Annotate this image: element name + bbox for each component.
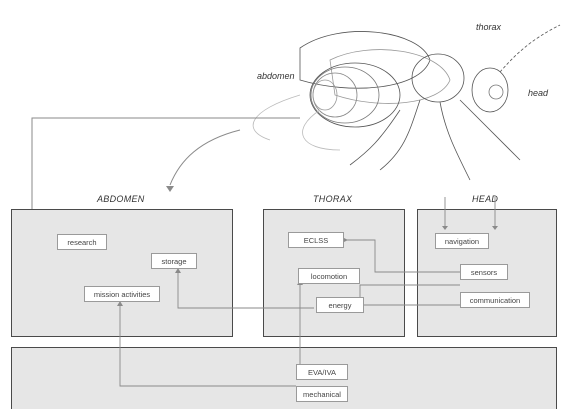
node-locomotion: locomotion: [298, 268, 360, 284]
node-mission-activities: mission activities: [84, 286, 160, 302]
bee-abdomen: [309, 62, 401, 128]
bee-leg: [379, 99, 421, 171]
region-abdomen: [11, 209, 233, 337]
node-navigation: navigation: [435, 233, 489, 249]
node-communication: communication: [460, 292, 530, 308]
region-abdomen-title: ABDOMEN: [97, 194, 145, 204]
bee-thorax: [411, 53, 465, 103]
bee-wing-back: [329, 49, 451, 104]
region-base: [11, 347, 557, 409]
region-thorax-title: THORAX: [313, 194, 353, 204]
node-sensors: sensors: [460, 264, 508, 280]
connector-arrowhead: [166, 186, 174, 192]
node-storage: storage: [151, 253, 197, 269]
bee-label-abdomen: abdomen: [257, 71, 295, 81]
bee-head: [471, 67, 509, 113]
node-eva-iva: EVA/IVA: [296, 364, 348, 380]
node-mechanical: mechanical: [296, 386, 348, 402]
bee-label-head: head: [528, 88, 549, 98]
connector-bee-to-abdomen: [169, 129, 241, 186]
node-research: research: [57, 234, 107, 250]
bee-label-thorax: thorax: [476, 22, 502, 32]
node-energy: energy: [316, 297, 364, 313]
bee-antenna: [499, 24, 561, 73]
node-eclss: ECLSS: [288, 232, 344, 248]
region-head-title: HEAD: [472, 194, 499, 204]
